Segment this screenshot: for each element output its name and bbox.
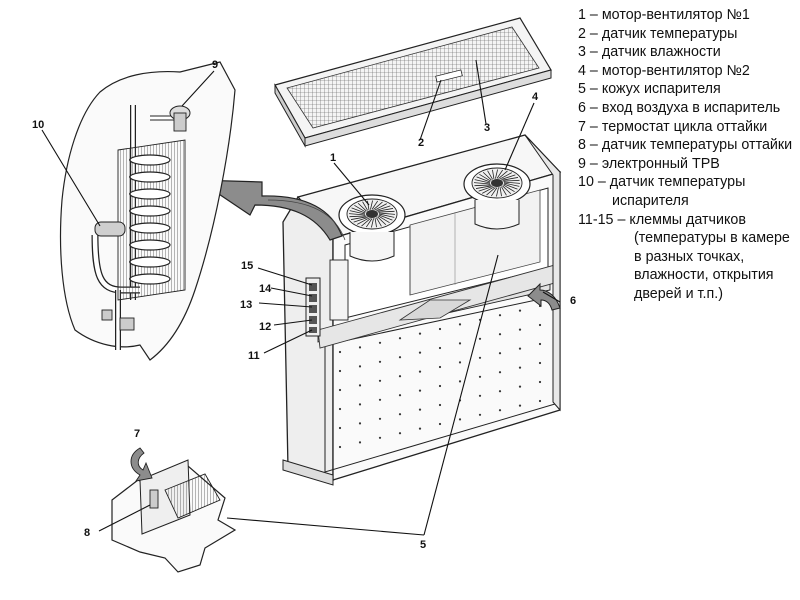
legend-item-11-15: 11-15 – клеммы датчиков (температуры в к… [578,211,790,302]
callout-3: 3 [484,122,490,134]
callout-6: 6 [570,295,576,307]
callout-8: 8 [84,527,90,539]
legend: 1 – мотор-вентилятор №1 2 – датчик темпе… [578,6,794,304]
legend-item-9: 9 – электронный ТРВ [578,155,720,172]
callout-4: 4 [532,91,539,103]
legend-item-6: 6 – вход воздуха в испаритель [578,99,781,116]
callout-9: 9 [212,59,218,71]
callout-13: 13 [240,299,252,311]
callout-2: 2 [418,137,424,149]
legend-item-5: 5 – кожух испарителя [578,81,721,98]
callout-11: 11 [248,350,260,362]
callout-5: 5 [420,539,426,551]
legend-item-8: 8 – датчик температуры оттайки [578,137,793,154]
callout-15: 15 [241,260,253,272]
fan-motor-2 [463,163,531,230]
legend-item-2: 2 – датчик температуры [578,25,738,42]
legend-item-3: 3 – датчик влажности [578,44,721,61]
legend-item-1: 1 – мотор-вентилятор №1 [578,7,750,23]
callout-14: 14 [259,283,272,295]
legend-item-10: 10 – датчик температуры испарителя [578,174,746,209]
callout-7: 7 [134,428,140,440]
airflow-in-arrow [527,282,561,311]
callout-10: 10 [32,119,44,131]
legend-item-4: 4 – мотор-вентилятор №2 [578,62,750,79]
sensor-terminal-block [305,259,349,337]
callout-1: 1 [330,152,336,164]
detail-inset-pipework [59,61,236,361]
legend-item-7: 7 – термостат цикла оттайки [578,118,768,135]
leader-lines [41,59,561,536]
callout-12: 12 [259,321,271,333]
top-grille [274,17,552,148]
fan-motor-1 [338,194,406,262]
callout-numbers: 1 2 3 4 5 6 7 8 9 10 11 12 13 14 15 [32,59,576,551]
detail-inset-defrost [111,447,237,573]
